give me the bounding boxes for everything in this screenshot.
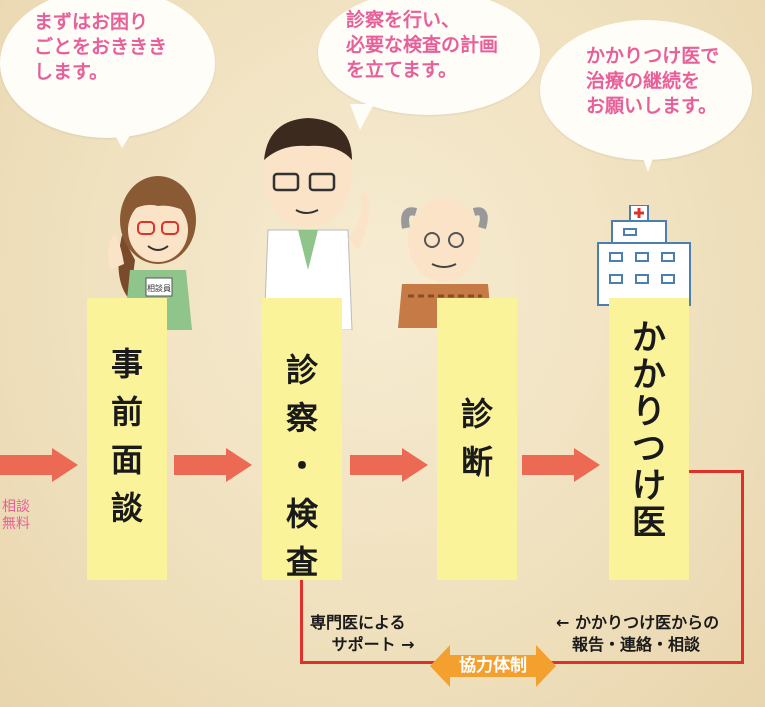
loop-line-right-vertical <box>741 470 744 664</box>
bubble-family-doctor-text: かかりつけ医で 治療の継続を お願いします。 <box>586 45 720 117</box>
flow-arrow-1-head <box>52 448 78 482</box>
step-examination: 診 察 ・ 検 査 <box>262 298 342 581</box>
family-doctor-report-note: ← かかりつけ医からの 報告・連絡・相談 <box>556 613 720 654</box>
doctor-illustration <box>263 118 370 330</box>
speech-bubble-family-doctor: かかりつけ医で 治療の継続を お願いします。 <box>540 20 752 172</box>
flow-arrow-3 <box>350 455 402 475</box>
cooperation-double-arrow <box>430 645 556 687</box>
bubble-tail <box>640 150 656 172</box>
step-pre-interview: 事 前 面 談 <box>87 298 167 580</box>
speech-bubble-examination: 診察を行い、 必要な検査の計画 を立てます。 <box>318 0 540 130</box>
step-diagnosis: 診 断 <box>437 298 517 580</box>
hospital-icon <box>597 205 691 306</box>
flow-arrow-2 <box>174 455 226 475</box>
step-family-doctor: か か り つ け 医 <box>609 298 689 580</box>
free-consultation-note: 相談 無料 <box>2 499 30 532</box>
speech-bubble-consultation: まずはお困り ごとをおききき します。 <box>0 0 215 148</box>
bubble-examination-text: 診察を行い、 必要な検査の計画 を立てます。 <box>346 9 499 81</box>
step-pre-interview-label: 事 前 面 談 <box>110 345 143 527</box>
flow-arrow-3-head <box>402 448 428 482</box>
step-family-doctor-label: か か り つ け 医 <box>632 318 666 543</box>
flow-arrow-1 <box>0 455 52 475</box>
specialist-support-note: 専門医による サポート → <box>310 613 415 654</box>
loop-line-left-vertical <box>300 580 303 664</box>
flow-arrow-2-head <box>226 448 252 482</box>
counselor-badge: 相談員 <box>147 283 171 293</box>
loop-line-top <box>689 470 744 473</box>
flow-arrow-4 <box>522 455 574 475</box>
step-examination-label: 診 察 ・ 検 査 <box>285 351 318 581</box>
bubble-consultation-text: まずはお困り ごとをおききき します。 <box>34 11 168 83</box>
step-diagnosis-label: 診 断 <box>460 395 493 481</box>
bubble-tail <box>110 126 136 148</box>
flow-arrow-4-head <box>574 448 600 482</box>
bubble-tail <box>350 104 374 130</box>
cooperation-label: 協力体制 <box>459 656 527 676</box>
